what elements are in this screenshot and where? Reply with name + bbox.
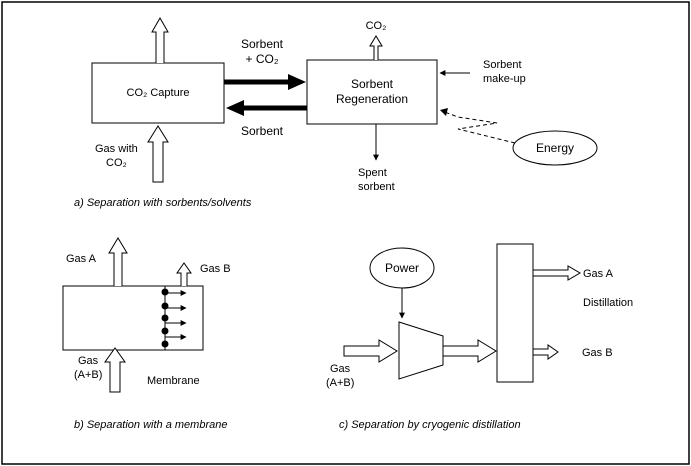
energy-ellipse (512, 130, 598, 166)
gas-ab-in-arrow-hollow (104, 347, 126, 393)
spent-label-2: sorbent (358, 181, 395, 193)
makeup-label-2: make-up (483, 73, 526, 85)
gas-ab-label-2-c: (A+B) (326, 377, 354, 389)
gas-in-label-1: Gas with (95, 143, 138, 155)
gas-a-label-c: Gas A (583, 268, 614, 280)
gas-ab-in-arrow-c (343, 339, 398, 363)
gas-b-label-b: Gas B (200, 263, 231, 275)
power-label: Power (385, 261, 419, 275)
gas-in-arrow-hollow (147, 125, 169, 183)
makeup-label-1: Sorbent (483, 59, 522, 71)
spent-label-1: Spent (358, 167, 387, 179)
bottom-arrow-label: Sorbent (241, 124, 284, 138)
gas-ab-label-2-b: (A+B) (74, 369, 102, 381)
top-arrow-label-2: + CO₂ (246, 52, 279, 66)
energy-dashed-line (441, 110, 516, 144)
energy-label: Energy (536, 141, 574, 155)
compressor-shape (398, 321, 444, 380)
panel-b: Gas A Gas B Gas (A+B) Membrane b) Separa… (62, 237, 231, 431)
gas-a-label-b: Gas A (66, 253, 97, 265)
caption-c: c) Separation by cryogenic distillation (339, 419, 521, 431)
regen-label-line1: Sorbent (351, 77, 394, 91)
gas-ab-label-1-b: Gas (78, 355, 99, 367)
sorbent-return-arrowhead (226, 100, 244, 116)
caption-b: b) Separation with a membrane (74, 419, 227, 431)
caption-a: a) Separation with sorbents/solvents (74, 197, 252, 209)
sorbent-regeneration-box (306, 59, 438, 125)
sorbent-co2-arrowhead (288, 74, 306, 90)
panel-c: Power Gas (A+B) Gas A Distillation Gas B… (326, 243, 633, 431)
vent-arrow-hollow (151, 16, 169, 63)
gas-b-out-arrow (532, 344, 559, 360)
gas-a-arrow-hollow (108, 237, 128, 286)
distillation-column (496, 243, 534, 383)
membrane-module-box (62, 285, 204, 351)
gas-in-label-2: CO₂ (106, 157, 127, 169)
compressor-to-column-arrow (442, 339, 497, 363)
gas-b-arrow-hollow (176, 262, 192, 286)
membrane-pores (161, 288, 187, 348)
panel-a: CO₂ Capture Sorbent Regeneration Sorbent… (74, 16, 598, 209)
gas-ab-label-1-c: Gas (330, 363, 351, 375)
gas-b-label-c: Gas B (582, 347, 613, 359)
co2-out-label: CO₂ (366, 20, 387, 32)
top-arrow-label-1: Sorbent (241, 37, 284, 51)
regen-label-line2: Regeneration (336, 92, 408, 106)
distillation-label: Distillation (583, 297, 633, 309)
co2-out-arrow (369, 35, 383, 60)
membrane-label: Membrane (147, 375, 200, 387)
co2-capture-label: CO₂ Capture (127, 87, 190, 99)
energy-arrowhead (440, 108, 448, 116)
gas-a-out-arrow (532, 265, 581, 281)
